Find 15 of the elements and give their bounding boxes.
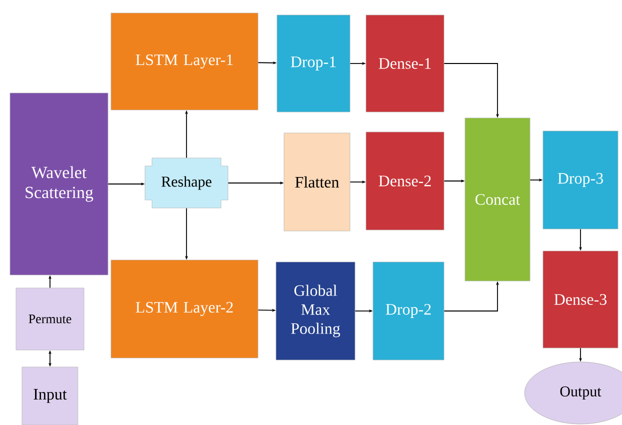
input-box: Input: [22, 366, 78, 425]
layer-box: Permute: [16, 288, 84, 350]
layer-box: Wavelet Scattering: [10, 92, 108, 276]
layer-box: LSTM Layer-1: [110, 12, 258, 110]
layer-box: Flatten: [284, 132, 350, 232]
layer-box: Global Max Pooling: [276, 262, 356, 360]
layer-box: Dense-1: [366, 14, 444, 112]
layer-box: Concat: [464, 118, 530, 282]
layer-box: Drop-2: [372, 262, 444, 360]
layer-box: Drop-3: [542, 130, 618, 230]
reshape-box: Reshape: [144, 158, 228, 208]
layer-box: Drop-1: [276, 14, 350, 112]
layer-box: LSTM Layer-2: [110, 260, 258, 358]
layer-box: Dense-2: [366, 132, 444, 230]
layer-box: Dense-3: [542, 250, 618, 348]
